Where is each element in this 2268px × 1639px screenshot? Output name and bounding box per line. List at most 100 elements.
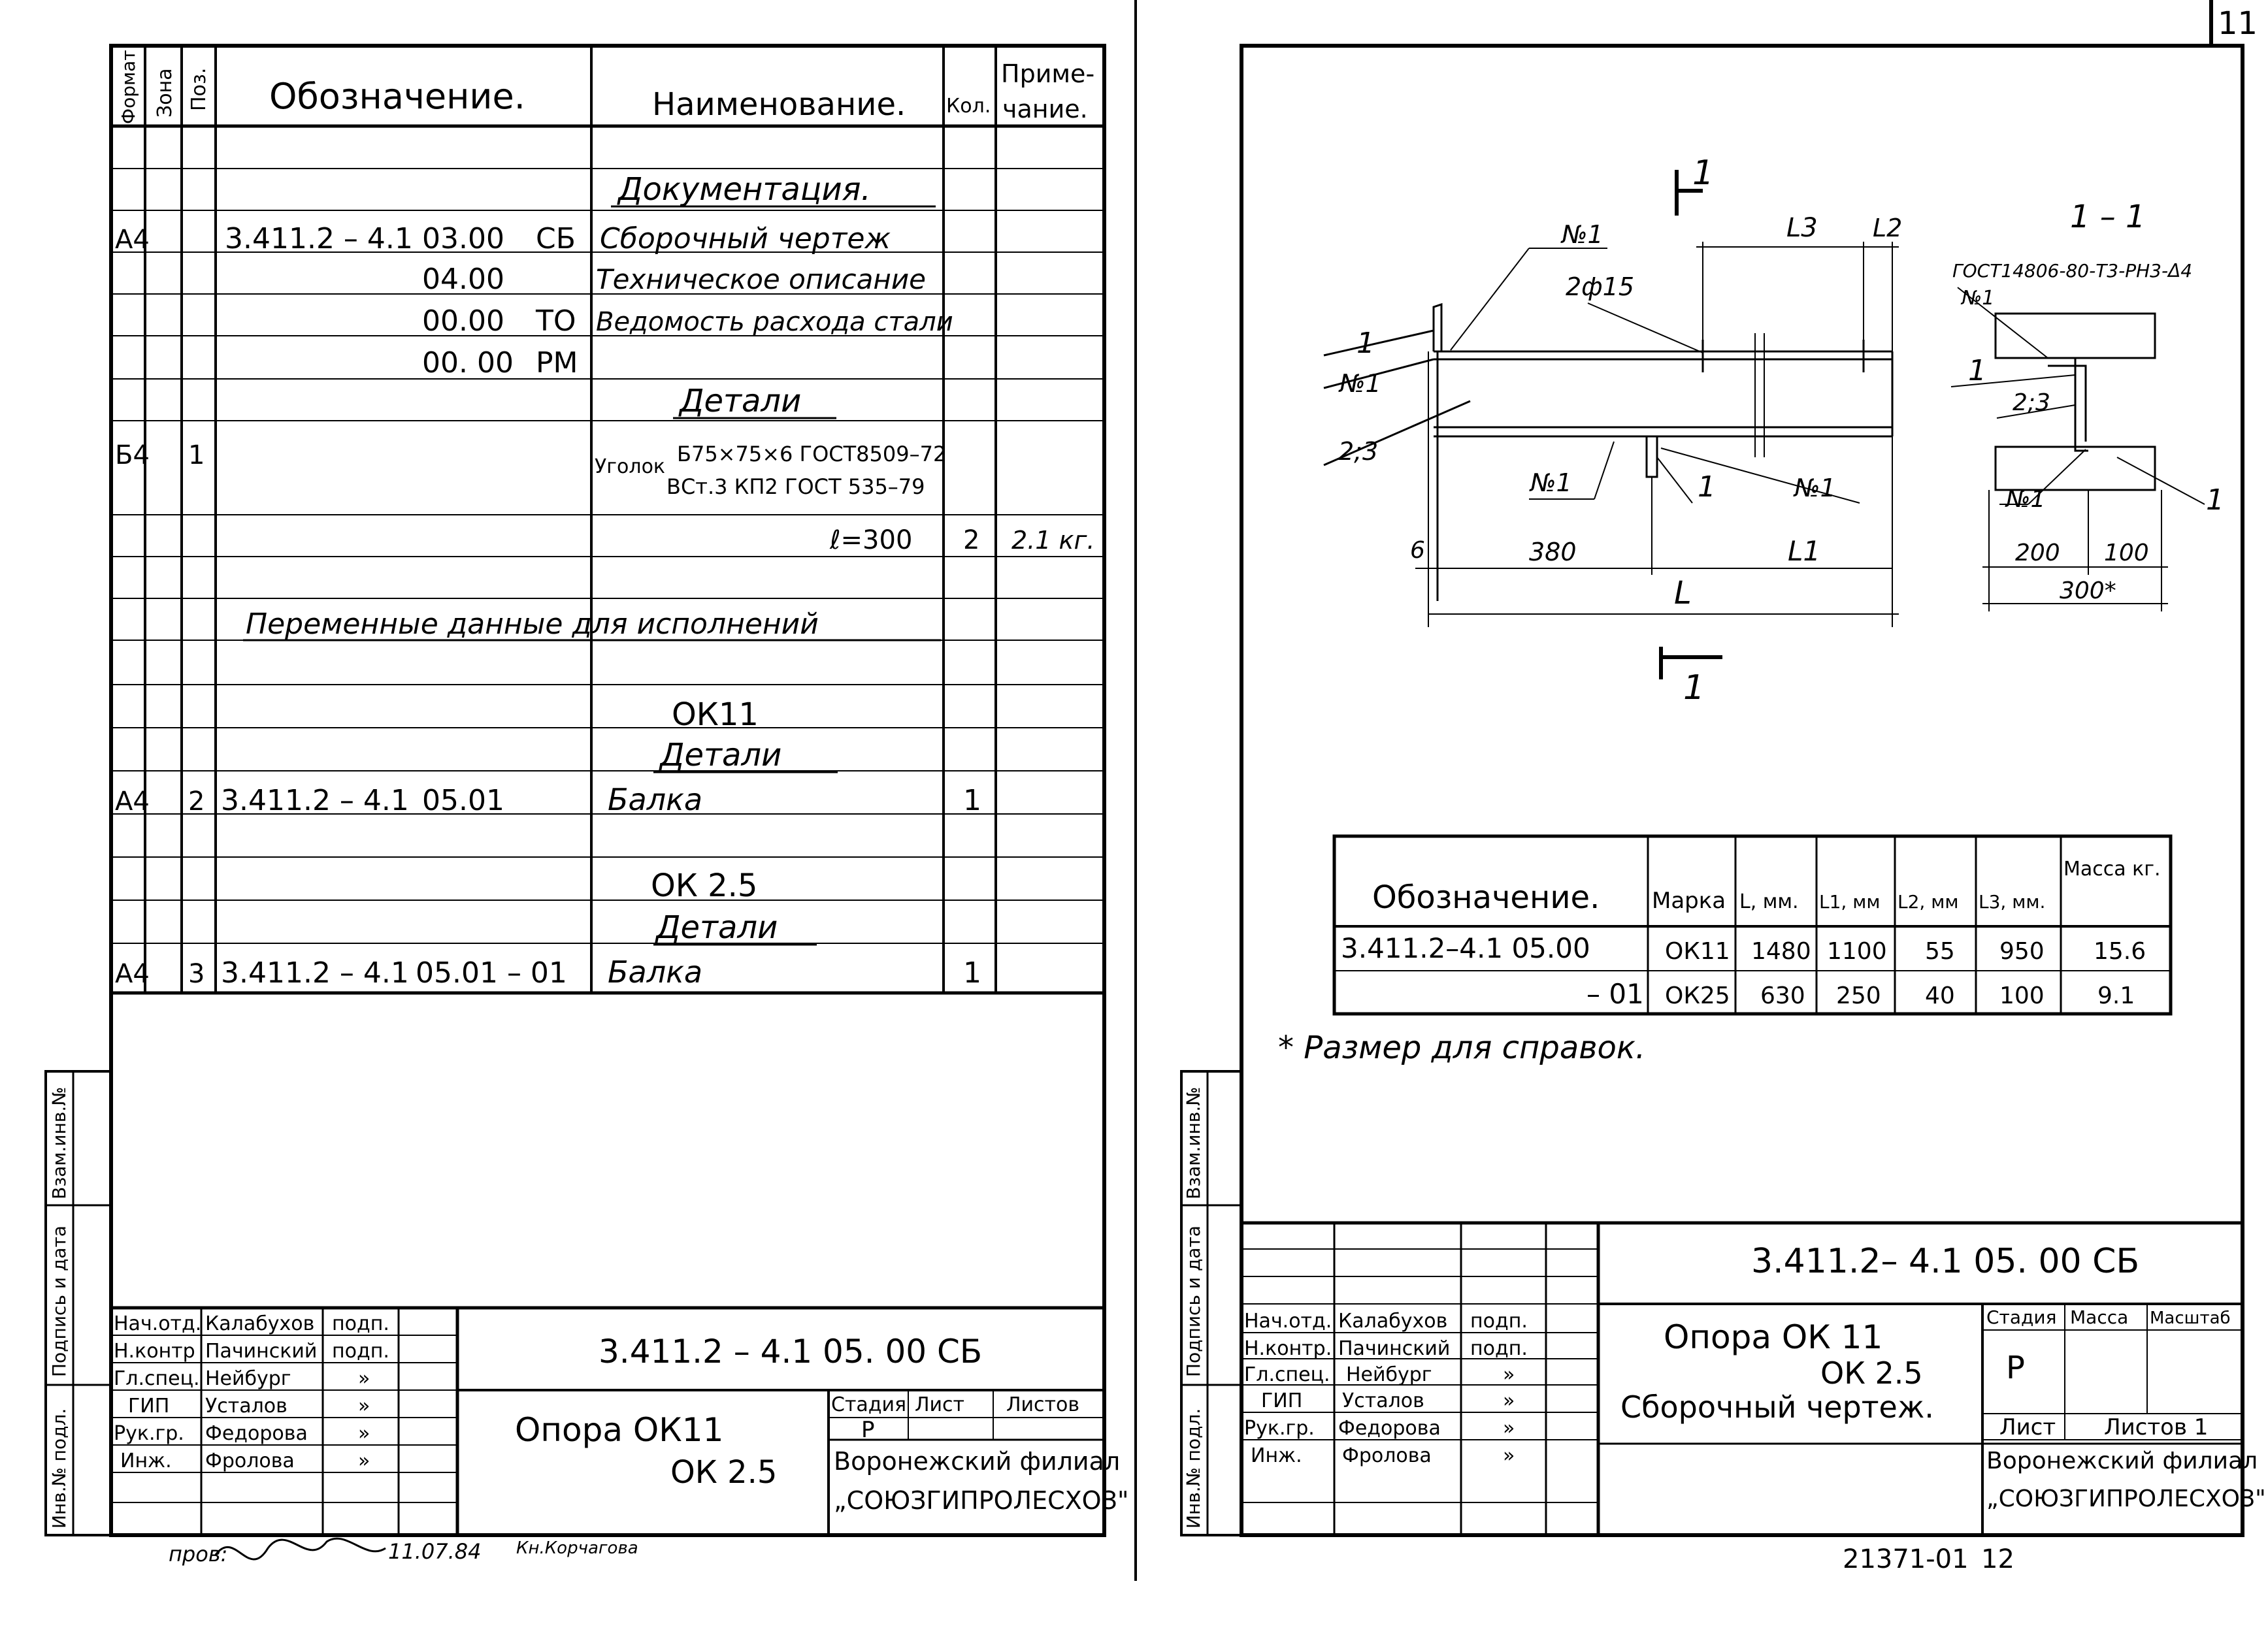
tb-left-sign-3: » [358, 1367, 370, 1390]
header-note1: Приме- [1001, 59, 1094, 88]
table-row1-l1: 1100 [1827, 938, 1887, 965]
tb-left-stage-value: Р [861, 1417, 875, 1443]
row6-note: 2.1 кг. [1011, 526, 1095, 555]
dim-100: 100 [2104, 540, 2149, 566]
stamp-inv-label: Инв.№ подл. [48, 1408, 70, 1529]
row7-designation-a: 3.411.2 – 4.1 [221, 784, 409, 817]
variant-ok25: ОК 2.5 [651, 868, 757, 904]
tb-right-sign-4: » [1503, 1389, 1515, 1412]
section-label-1-b: 1 [2206, 483, 2224, 517]
tb-left-org-2: „СОЮЗГИПРОЛЕСХОЗ" [834, 1486, 1128, 1515]
tb-left-role-3: Гл.спец. [114, 1367, 200, 1390]
table-row2-mass: 9.1 [2097, 982, 2135, 1009]
tb-left-name-1: Калабухов [205, 1312, 314, 1335]
table-row2-mark: ОК25 [1665, 982, 1730, 1009]
tb-right-role-3: Гл.спец. [1244, 1363, 1330, 1386]
label-l3: L3 [1786, 213, 1818, 243]
label-no1-a: №1 [1560, 220, 1603, 249]
tb-left-stage: Стадия [831, 1393, 906, 1416]
row1-designation-c: СБ [536, 222, 576, 255]
stamp-vzam-label: Взам.инв.№ [48, 1087, 70, 1199]
variant-ok11: ОК11 [672, 696, 759, 733]
label-1-b: 1 [1698, 470, 1716, 504]
row1-designation-a: 3.411.2 – 4.1 [225, 222, 413, 255]
table-header-mark: Марка [1652, 888, 1726, 914]
footnote: * Размер для справок. [1278, 1030, 1645, 1066]
tb-right-name-6: Фролова [1342, 1444, 1432, 1467]
table-header-l: L, мм. [1739, 890, 1799, 913]
tb-right-name-5: Федорова [1338, 1417, 1441, 1440]
row6-length: ℓ=300 [829, 525, 912, 555]
tb-right-code: 3.411.2– 4.1 05. 00 СБ [1751, 1242, 2139, 1281]
table-header-designation: Обозначение. [1372, 879, 1600, 916]
details-section-title-2: Детали [659, 737, 781, 773]
tb-right-role-1: Нач.отд. [1244, 1310, 1332, 1333]
tb-left-code: 3.411.2 – 4.1 05. 00 СБ [599, 1333, 982, 1371]
bottom-code: 21371-01 [1843, 1544, 1969, 1574]
row8-designation-b: 05.01 – 01 [416, 956, 567, 990]
tb-left-name-4: Усталов [205, 1395, 288, 1418]
row7-pos: 2 [188, 787, 205, 817]
tb-right-name-4: Усталов [1342, 1389, 1424, 1412]
tb-left-role-2: Н.контр [114, 1340, 195, 1363]
dim-200: 200 [2015, 540, 2060, 566]
tb-right-org-1: Воронежский филиал [1986, 1448, 2258, 1474]
bottom-page: 12 [1981, 1544, 2014, 1574]
label-23-a: 2;3 [1338, 437, 1378, 466]
row2-designation-b: 04.00 [422, 263, 504, 296]
tb-left-name-5: Федорова [205, 1422, 308, 1445]
weld-gost: ГОСТ14806-80-Т3-РН3-Δ4 [1952, 260, 2192, 282]
tb-right-sign-3: » [1503, 1363, 1515, 1386]
row7-format: А4 [115, 787, 150, 817]
tb-left-role-4: ГИП [128, 1395, 169, 1418]
bottom-check-date: 11.07.84 [388, 1539, 482, 1564]
tb-right-sign-5: » [1503, 1417, 1515, 1440]
label-bolt: 2ф15 [1566, 272, 1634, 301]
label-1-a: 1 [1356, 327, 1375, 360]
row3-designation-b: 00.00 [422, 304, 504, 338]
signature-scribble [214, 1537, 386, 1561]
tb-right-title-1: Опора ОК 11 [1664, 1318, 1882, 1356]
tb-left-title-1: Опора ОК11 [515, 1411, 723, 1449]
row5-name-prefix: Уголок [595, 455, 665, 478]
table-row2-l: 630 [1760, 982, 1805, 1009]
row8-designation-a: 3.411.2 – 4.1 [221, 956, 409, 990]
tb-right-sign-1: подп. [1470, 1310, 1528, 1333]
table-row1-mark: ОК11 [1665, 938, 1730, 965]
row8-pos: 3 [188, 959, 205, 989]
row3-designation-c: ТО [535, 304, 576, 338]
tb-left-name-2: Пачинский [205, 1340, 317, 1363]
section-mark-bottom: 1 [1683, 668, 1705, 707]
tb-right-role-4: ГИП [1261, 1389, 1302, 1412]
tb-right-sign-2: подп. [1470, 1337, 1528, 1360]
tb-right-stage-value: Р [2006, 1350, 2025, 1386]
header-qty: Кол. [946, 95, 991, 118]
tb-right-role-5: Рук.гр. [1244, 1417, 1315, 1440]
row3-name: Ведомость расхода стали [596, 307, 953, 337]
tb-right-name-1: Калабухов [1338, 1310, 1447, 1333]
tb-left-name-3: Нейбург [205, 1367, 291, 1390]
section-label-no1-a: №1 [1960, 287, 1994, 310]
table-row2-l1: 250 [1836, 982, 1881, 1009]
tb-left-role-1: Нач.отд. [114, 1312, 201, 1335]
row6-qty: 2 [963, 525, 979, 555]
header-format: Формат [118, 50, 139, 124]
table-row1-l3: 950 [1999, 938, 2045, 965]
variable-data-title: Переменные данные для исполнений [246, 608, 819, 641]
dim-300: 300* [2060, 577, 2116, 604]
tb-right-title-3: Сборочный чертеж. [1620, 1389, 1934, 1425]
tb-left-sign-4: » [358, 1395, 370, 1418]
row4-designation-b: 00. 00 [422, 346, 514, 380]
tb-right-mass: Масса [2070, 1306, 2128, 1328]
table-header-l1: L1, мм [1819, 891, 1880, 913]
row8-name: Балка [608, 954, 702, 990]
tb-right-sign-6: » [1503, 1444, 1515, 1467]
tb-right-name-3: Нейбург [1346, 1363, 1432, 1386]
dim-380: 380 [1529, 538, 1577, 566]
table-row1-l2: 55 [1925, 938, 1955, 965]
tb-left-sign-1: подп. [332, 1312, 389, 1335]
section-mark-top: 1 [1692, 154, 1714, 193]
dim-6: 6 [1410, 537, 1425, 564]
tb-right-role-2: Н.контр. [1244, 1337, 1332, 1360]
